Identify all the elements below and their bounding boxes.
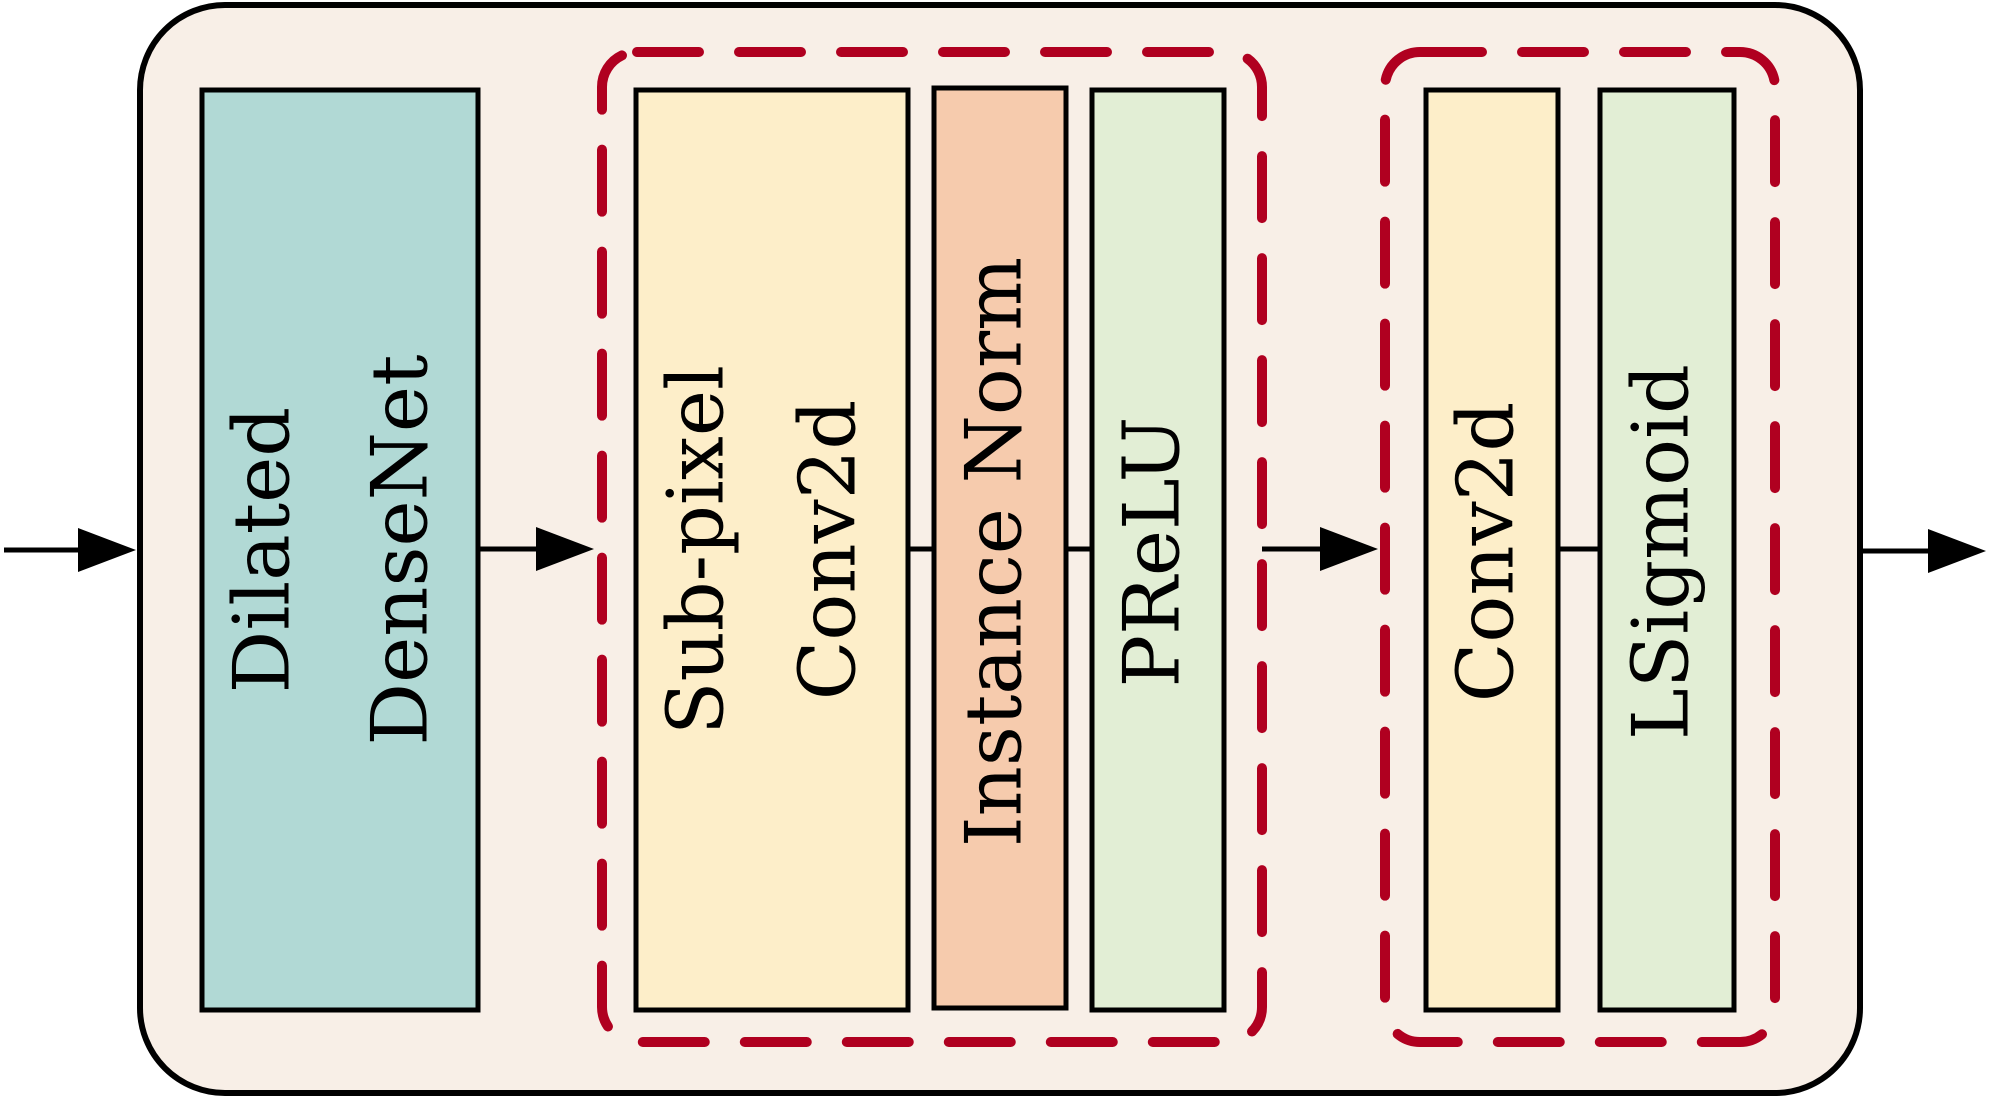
dilated-densenet-label-line1: Dilated (218, 407, 308, 693)
arrow-input (4, 528, 136, 572)
dilated-densenet-block: Dilated DenseNet (199, 87, 481, 1013)
prelu-block: PReLU (1089, 87, 1227, 1013)
conv2d-label: Conv2d (1442, 402, 1532, 703)
instance-norm-block: Instance Norm (931, 85, 1069, 1011)
conv2d-block: Conv2d (1423, 87, 1561, 1013)
arrow-upsample-to-output (1262, 527, 1378, 571)
output-group-dashed-border (1380, 47, 1780, 1047)
subpixel-conv2d-label-line2: Conv2d (784, 400, 874, 701)
arrow-output (1860, 529, 1986, 573)
instance-norm-label: Instance Norm (950, 257, 1040, 847)
arrow-densenet-to-upsample (476, 527, 594, 571)
lsigmoid-block: LSigmoid (1597, 87, 1737, 1013)
prelu-label: PReLU (1108, 417, 1198, 688)
subpixel-conv2d-block: Sub-pixel Conv2d (633, 87, 911, 1013)
lsigmoid-label: LSigmoid (1617, 364, 1707, 740)
dilated-densenet-label-line2: DenseNet (356, 355, 446, 746)
subpixel-conv2d-label-line1: Sub-pixel (652, 365, 742, 735)
